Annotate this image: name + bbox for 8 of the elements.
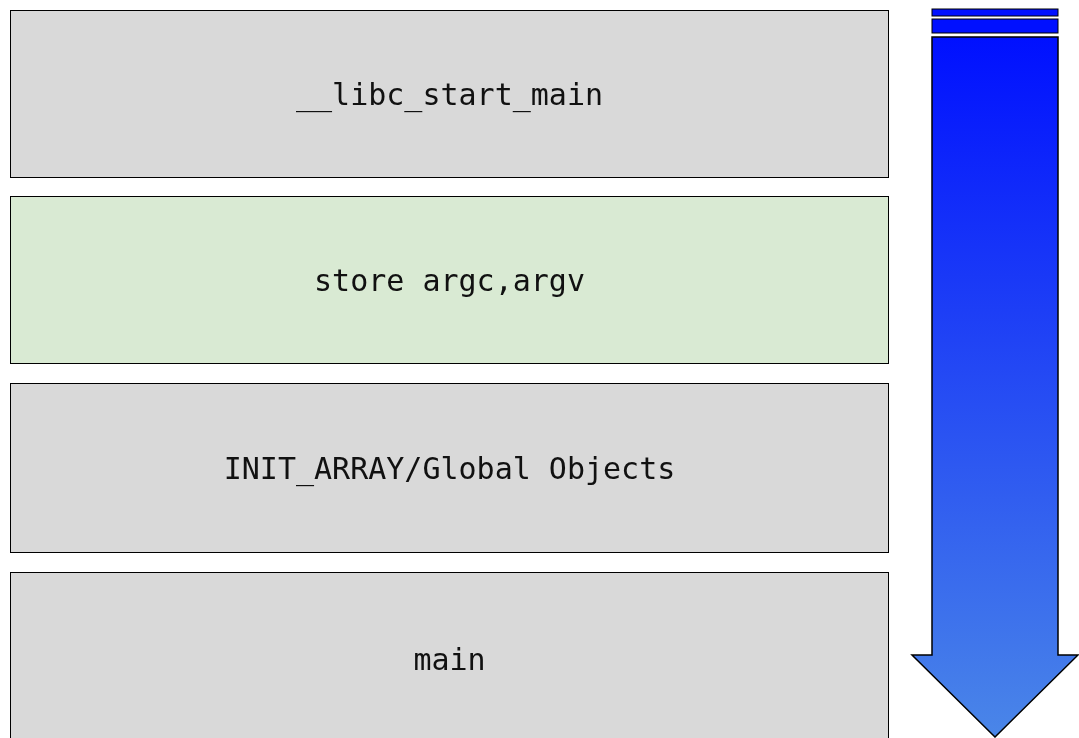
stage-box [10,383,889,553]
stage-name: store argc,argv [314,262,585,298]
stage-box [10,196,889,364]
stage-box [10,10,889,178]
stage-name: INIT_ARRAY/Global Objects [223,450,676,486]
stage-box [10,572,889,738]
stage-name: main [413,642,486,677]
stage-name: __libc_start_main [295,76,603,112]
